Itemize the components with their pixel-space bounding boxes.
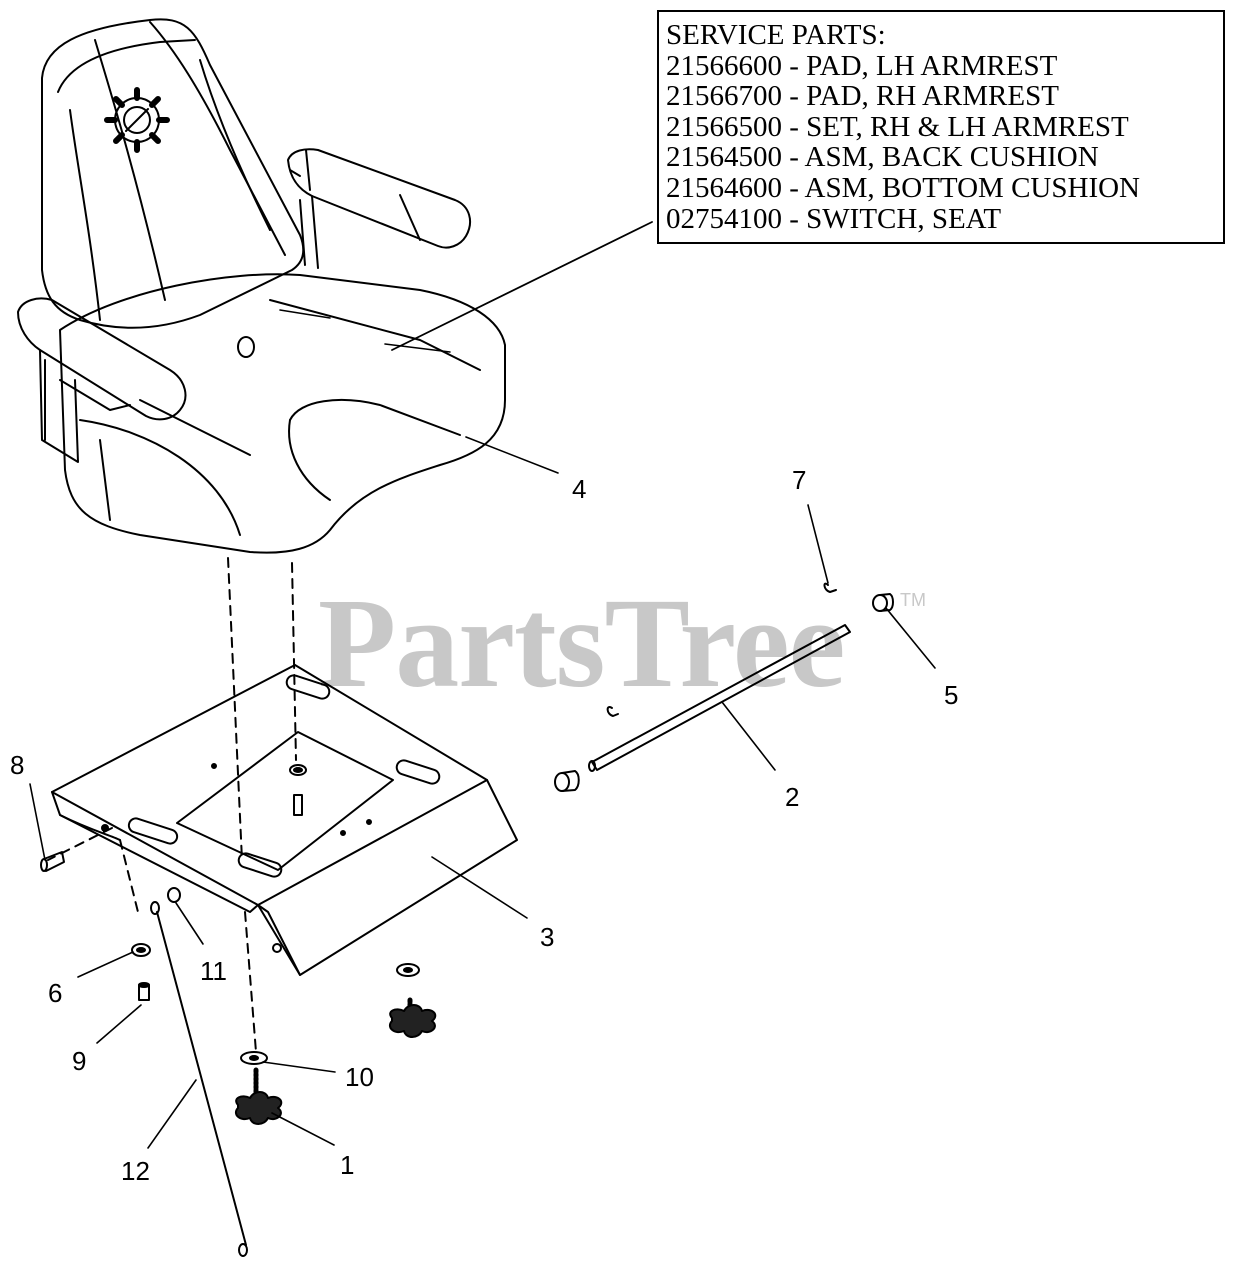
seat-cable: [150, 901, 248, 1257]
bushing-right: [872, 593, 894, 612]
callout-11[interactable]: 11: [200, 956, 227, 986]
seat-assembly: [17, 18, 506, 554]
washer-upper: [396, 963, 420, 977]
bushing-left: [554, 770, 580, 792]
right-armrest: [287, 148, 471, 249]
washer-part-11: [167, 887, 181, 903]
trademark-mark: TM: [900, 590, 926, 610]
e-clip-right: [823, 582, 837, 593]
pin-part-9: [138, 982, 150, 1001]
legend-item: 21564600 - ASM, BOTTOM CUSHION: [666, 171, 1140, 204]
legend-leader: [391, 221, 653, 351]
legend-heading: SERVICE PARTS:: [666, 19, 886, 51]
gear-logo-icon: [104, 87, 170, 153]
legend-item: 21564500 - ASM, BACK CUSHION: [666, 141, 1099, 174]
callout-5[interactable]: 5: [944, 680, 959, 710]
callout-12[interactable]: 12: [121, 1156, 150, 1186]
callout-2[interactable]: 2: [785, 782, 800, 812]
callout-8[interactable]: 8: [10, 750, 25, 780]
star-knob-part-1: [234, 1067, 283, 1125]
legend-item: 21566700 - PAD, RH ARMREST: [666, 80, 1059, 113]
callout-6[interactable]: 6: [48, 978, 63, 1008]
legend-item: 21566500 - SET, RH & LH ARMREST: [666, 110, 1129, 143]
service-parts-legend: SERVICE PARTS: 21566600 - PAD, LH ARMRES…: [657, 10, 1225, 244]
legend-item: 02754100 - SWITCH, SEAT: [666, 202, 1002, 235]
left-armrest: [17, 297, 187, 421]
partstree-watermark: PartsTree: [318, 572, 845, 714]
callout-7[interactable]: 7: [792, 465, 807, 495]
callout-9[interactable]: 9: [72, 1046, 87, 1076]
star-knob-upper: [388, 997, 437, 1038]
callout-10[interactable]: 10: [345, 1062, 374, 1092]
callout-4[interactable]: 4: [572, 474, 587, 504]
callout-leaders: [29, 436, 936, 1149]
seat-base-plate: [51, 664, 518, 976]
legend-item: 21566600 - PAD, LH ARMREST: [666, 49, 1058, 82]
washer-part-6: [131, 943, 151, 957]
bottom-cushion: [59, 273, 506, 554]
pivot-rod: [588, 624, 851, 772]
e-clip-left: [606, 706, 619, 717]
callout-1[interactable]: 1: [340, 1150, 355, 1180]
washer-part-10: [240, 1051, 268, 1065]
callout-3[interactable]: 3: [540, 922, 555, 952]
assembly-lines: [47, 557, 297, 1053]
